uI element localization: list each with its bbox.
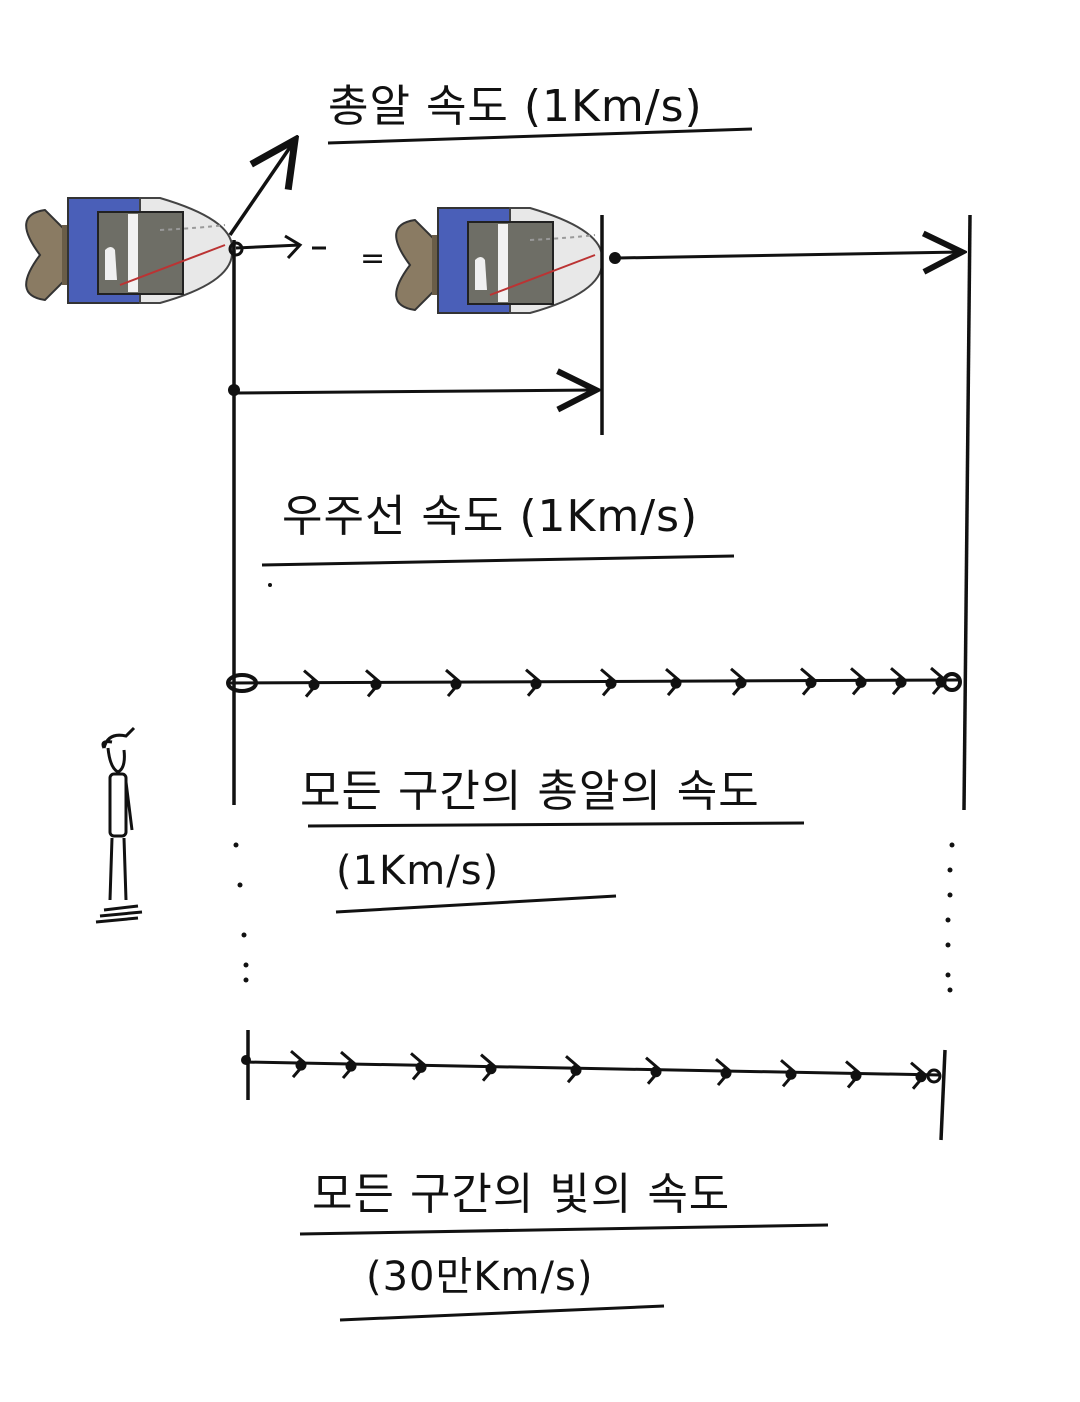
all-light-speed-label: 모든 구간의 빛의 속도 <box>312 1169 731 1220</box>
path-dot <box>855 676 867 688</box>
ship-speed-label: 우주선 속도 (1Km/s) <box>282 491 699 542</box>
arrow-icon <box>228 140 295 236</box>
path-dot <box>915 1071 927 1083</box>
light-path-arrows <box>290 1050 928 1090</box>
path-dot <box>735 677 747 689</box>
path-dot <box>785 1068 797 1080</box>
observer-figure-icon <box>95 726 143 924</box>
spaceship-icon <box>25 197 234 304</box>
path-dot <box>570 1064 582 1076</box>
path-dot <box>308 679 320 691</box>
path-dot <box>805 677 817 689</box>
all-bullet-value-label: (1Km/s) <box>336 848 500 894</box>
path-dot <box>295 1059 307 1071</box>
path-dot <box>370 678 382 690</box>
path-dot <box>450 678 462 690</box>
path-dot <box>605 677 617 689</box>
path-dot <box>530 678 542 690</box>
equals-sign: = <box>360 241 385 276</box>
path-dot <box>670 677 682 689</box>
path-dot <box>850 1070 862 1082</box>
path-dot <box>650 1066 662 1078</box>
all-bullet-speed-label: 모든 구간의 총알의 속도 <box>300 766 760 817</box>
path-dot <box>485 1063 497 1075</box>
bullet-speed-label: 총알 속도 (1Km/s) <box>328 81 703 132</box>
spaceship-icon <box>395 207 604 314</box>
path-dot <box>720 1067 732 1079</box>
path-dot <box>345 1060 357 1072</box>
all-light-value-label: (30만Km/s) <box>366 1254 594 1300</box>
path-dot <box>895 676 907 688</box>
path-dot <box>415 1061 427 1073</box>
bullet-path-arrows <box>303 666 948 698</box>
